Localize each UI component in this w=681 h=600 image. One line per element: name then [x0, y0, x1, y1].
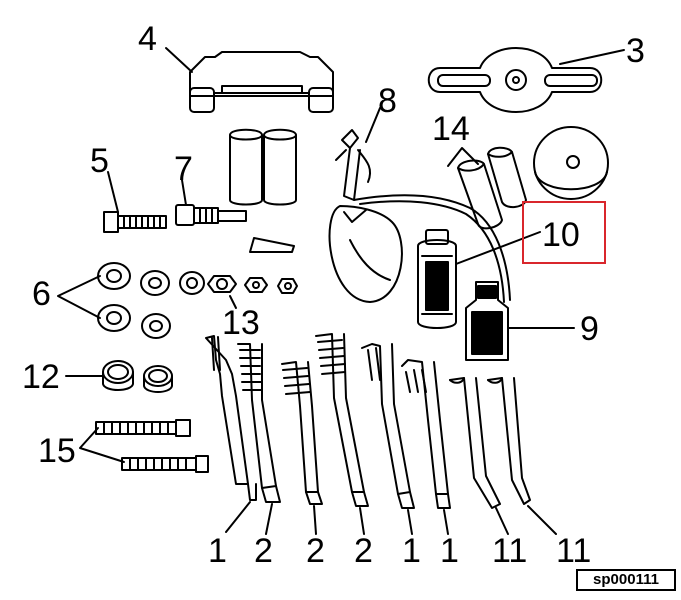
washers-part-6 [97, 262, 205, 339]
long-bolts-part-15 [95, 419, 209, 473]
bracket-part-4 [189, 51, 334, 113]
leader-6 [57, 275, 101, 319]
rods [205, 333, 531, 509]
leader-13 [229, 295, 237, 309]
callout-bottom-6: 1 [440, 532, 459, 570]
leader-7 [181, 179, 187, 206]
leader-10 [455, 231, 541, 265]
callout-13: 13 [222, 304, 260, 342]
callout-8: 8 [378, 82, 397, 120]
bag-tool-part-8 [328, 129, 511, 303]
puller-plate-part-3 [427, 47, 603, 113]
leader-8 [365, 107, 381, 143]
callout-4: 4 [138, 20, 157, 58]
bottle-part-9 [465, 281, 509, 361]
callout-6: 6 [32, 275, 51, 313]
leader-15 [79, 427, 125, 463]
callout-bottom-8: 11 [556, 532, 591, 570]
callout-bottom-4: 2 [354, 532, 373, 570]
callout-bottom-5: 1 [402, 532, 421, 570]
highlight-box-10 [522, 201, 606, 264]
callout-7: 7 [174, 150, 193, 188]
spray-can-part-10 [417, 229, 457, 329]
callout-bottom-3: 2 [306, 532, 325, 570]
cylinders-part-14 [457, 146, 527, 230]
callout-10: 10 [542, 216, 580, 254]
bushings-part-12 [102, 360, 173, 393]
callout-bottom-1: 1 [208, 532, 227, 570]
leader-3 [559, 49, 625, 65]
nuts-part-13 [207, 275, 298, 294]
leader-14 [447, 147, 479, 167]
callout-14: 14 [432, 110, 470, 148]
callout-bottom-7: 11 [492, 532, 527, 570]
callout-bottom-2: 2 [254, 532, 273, 570]
figure-code-label: sp000111 [576, 569, 676, 591]
sleeves-part [229, 128, 297, 206]
callout-labels: 4 3 8 14 5 7 10 6 13 9 12 15 1 2 2 2 1 1… [22, 20, 645, 570]
callout-9: 9 [580, 310, 599, 348]
callout-5: 5 [90, 142, 109, 180]
callout-15: 15 [38, 432, 76, 470]
fitting-part-7 [175, 204, 247, 226]
bolt-part-5 [103, 211, 167, 233]
leader-4 [165, 47, 193, 73]
leader-5 [107, 171, 119, 213]
callout-3: 3 [626, 32, 645, 70]
hex-key-part [249, 237, 295, 253]
callout-12: 12 [22, 358, 60, 396]
disc-part [533, 126, 609, 200]
bottom-leaders [225, 501, 557, 535]
